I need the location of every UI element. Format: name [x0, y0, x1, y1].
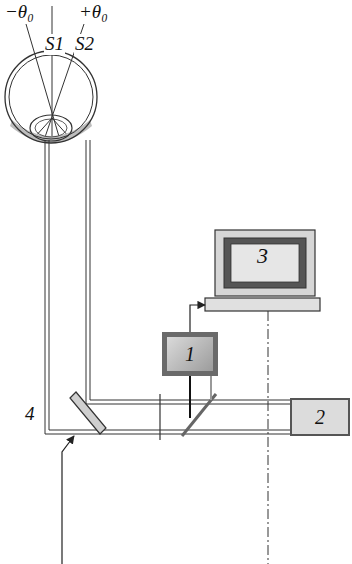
laser-box: 2 — [290, 398, 350, 436]
detector-box: 1 — [162, 332, 218, 376]
mirror — [62, 392, 106, 564]
computer-box: 3 — [205, 230, 320, 312]
spot-label: S2 — [74, 34, 95, 55]
ray-lines — [26, 6, 84, 140]
beam-splitter — [182, 376, 216, 436]
computer — [205, 230, 320, 564]
node-text: 2 — [315, 406, 325, 428]
angle-label: +θ₀ — [78, 2, 109, 23]
eye-drawing — [5, 51, 97, 143]
spot-label: S1 — [44, 34, 65, 55]
signal-arrow — [190, 305, 205, 332]
callout-number: 4 — [24, 404, 36, 425]
node-text: 3 — [257, 244, 268, 268]
angle-label: −θ₀ — [4, 2, 35, 23]
node-text: 1 — [185, 343, 195, 365]
